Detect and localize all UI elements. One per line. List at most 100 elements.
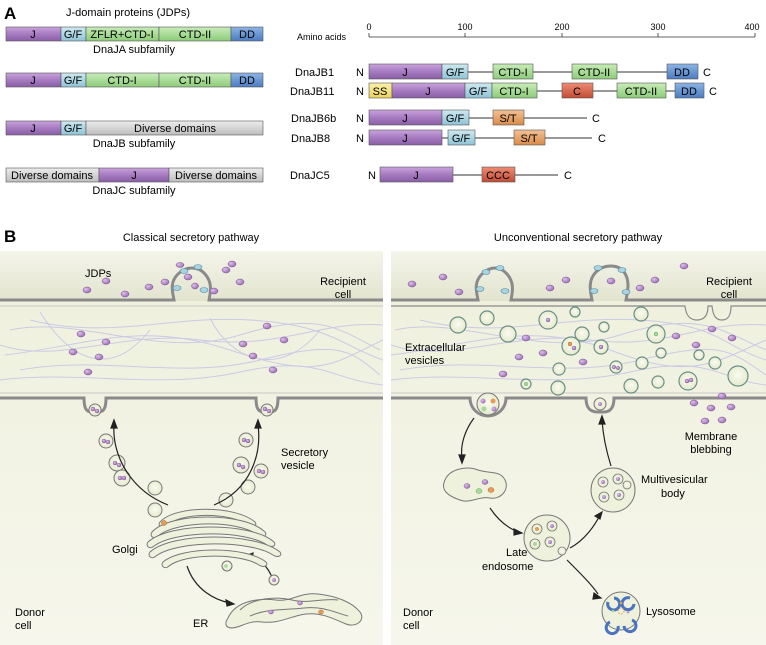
endoplasmic-reticulum [225, 593, 363, 629]
vesicle-cargo [491, 406, 497, 412]
svg-text:C: C [703, 67, 711, 79]
membrane-label: Membrane [685, 431, 738, 443]
er-label: ER [193, 618, 208, 630]
recipient-cell-label-left: cell [335, 289, 352, 301]
classical-blue-receptors [172, 264, 209, 293]
protein-name: DnaJB6b [291, 113, 336, 125]
svg-text:J: J [413, 170, 419, 182]
svg-text:C: C [573, 86, 581, 98]
svg-text:N: N [356, 133, 364, 145]
amino-acid-axis: Amino acids 0 100 200 300 400 [297, 22, 760, 42]
svg-text:CTD-I: CTD-I [107, 75, 136, 87]
svg-text:CTD-I: CTD-I [498, 67, 527, 79]
late-label: Late [506, 547, 527, 559]
secretory-label: Secretory [281, 447, 329, 459]
donor-cell-label-left: cell [15, 620, 32, 632]
donor-label-right: Donor [403, 607, 433, 619]
axis-title: Amino acids [297, 32, 347, 42]
svg-text:J: J [402, 133, 408, 145]
dnajb11-diagram: DnaJB11 N SS J G/F CTD-I C CTD-II DD C [290, 82, 717, 99]
protein-name: DnaJB11 [290, 86, 334, 98]
dnajb-architecture: J G/F Diverse domains [5, 120, 264, 136]
axis-tick-400: 400 [744, 22, 759, 32]
svg-text:DD: DD [239, 29, 255, 41]
recipient-label-left: Recipient [320, 276, 366, 288]
vesicle-cargo [272, 578, 276, 582]
vesicle-cargo-orange [490, 398, 496, 404]
mvb-body-label: body [661, 488, 685, 500]
classical-title: Classical secretory pathway [123, 232, 260, 244]
dnaja-architecture-2: J G/F CTD-I CTD-II DD [5, 72, 264, 88]
dnajc5-diagram: DnaJC5 N J CCC C [290, 166, 572, 183]
lysosome-label: Lysosome [646, 606, 696, 618]
svg-text:J: J [131, 170, 137, 182]
axis-tick-200: 200 [554, 22, 569, 32]
panel-b-label: B [4, 227, 16, 246]
unconventional-title: Unconventional secretory pathway [494, 232, 663, 244]
svg-text:G/F: G/F [469, 86, 488, 98]
jdps-label: JDPs [85, 268, 112, 280]
svg-text:J: J [30, 123, 36, 135]
svg-text:CCC: CCC [486, 170, 510, 182]
svg-text:C: C [598, 133, 606, 145]
jdp-title: J-domain proteins (JDPs) [66, 7, 190, 19]
dnajb6b-diagram: DnaJB6b N J G/F S/T C [291, 109, 600, 126]
svg-text:G/F: G/F [446, 113, 465, 125]
protein-name: DnaJB1 [295, 67, 334, 79]
axis-tick-300: 300 [650, 22, 665, 32]
ev-cargo [524, 317, 694, 387]
svg-text:J: J [402, 113, 408, 125]
unconventional-jdp-dots [407, 262, 737, 425]
donor-cell-label-right: cell [403, 620, 420, 632]
svg-text:G/F: G/F [64, 123, 83, 135]
unconventional-blue-receptors [475, 265, 631, 295]
svg-text:Diverse domains: Diverse domains [175, 170, 257, 182]
endosome-cargo [463, 479, 495, 494]
svg-text:N: N [368, 170, 376, 182]
svg-text:CTD-II: CTD-II [179, 29, 211, 41]
svg-text:S/T: S/T [499, 113, 516, 125]
golgi-label: Golgi [112, 544, 138, 556]
dnajc-architecture: Diverse domains J Diverse domains [5, 167, 264, 183]
budding-vesicle [476, 392, 500, 416]
axis-tick-0: 0 [366, 22, 371, 32]
protein-name: DnaJC5 [290, 170, 330, 182]
early-endosome [443, 467, 507, 502]
svg-text:CTD-I: CTD-I [499, 86, 528, 98]
svg-text:J: J [30, 29, 36, 41]
svg-text:C: C [564, 170, 572, 182]
svg-text:N: N [356, 86, 364, 98]
svg-text:J: J [402, 67, 408, 79]
donor-label-left: Donor [15, 607, 45, 619]
dnaja-subfamily-label: DnaJA subfamily [93, 44, 175, 56]
dnaja-architecture-1: J G/F ZFLR+CTD-I CTD-II DD [5, 26, 264, 42]
vesicle-cargo-green [481, 406, 487, 412]
panel-a-label: A [4, 4, 16, 23]
svg-text:DD: DD [239, 75, 255, 87]
svg-text:SS: SS [373, 86, 388, 98]
svg-text:DD: DD [674, 67, 690, 79]
dnajb1-diagram: DnaJB1 N J G/F CTD-I CTD-II DD C [295, 63, 711, 80]
ev-label: Extracellular [405, 342, 466, 354]
mvb-label: Multivesicular [641, 474, 708, 486]
svg-text:C: C [592, 113, 600, 125]
svg-text:J: J [425, 86, 431, 98]
dnajc-subfamily-label: DnaJC subfamily [92, 185, 176, 197]
vesicle-cargo [480, 398, 486, 404]
lysosome [601, 591, 641, 636]
recipient-label-right: Recipient [706, 276, 752, 288]
classical-jdp-dots [68, 260, 289, 376]
er-cargo [268, 600, 324, 615]
dnajb-subfamily-label: DnaJB subfamily [93, 138, 176, 150]
svg-text:J: J [30, 75, 36, 87]
recipient-cell-label-right: cell [721, 289, 738, 301]
svg-text:DD: DD [681, 86, 697, 98]
svg-text:CTD-II: CTD-II [179, 75, 211, 87]
svg-text:Diverse domains: Diverse domains [11, 170, 93, 182]
dnajb8-diagram: DnaJB8 N J G/F S/T C [291, 129, 606, 146]
svg-text:C: C [709, 86, 717, 98]
svg-text:G/F: G/F [452, 133, 471, 145]
multivesicular-body [590, 467, 636, 513]
vesicle-cargo [598, 402, 602, 406]
svg-text:CTD-II: CTD-II [625, 86, 657, 98]
